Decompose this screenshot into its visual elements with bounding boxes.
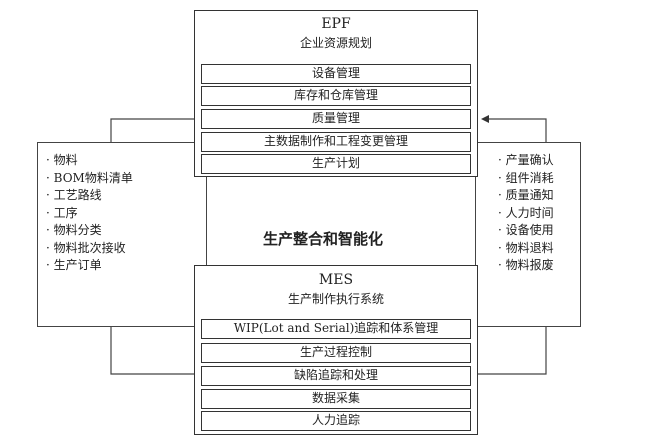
mes-module-labor-tracking: 人力追踪 [201, 411, 471, 431]
left-connector-top [110, 118, 195, 142]
epf-subtitle: 企业资源规划 [299, 36, 372, 50]
list-item: · 物料批次接收 [46, 240, 126, 255]
right-arrow-head [481, 115, 489, 123]
list-item: · 物料分类 [46, 223, 102, 237]
list-item: · 人力时间 [498, 205, 554, 220]
list-item: · 工序 [46, 205, 78, 220]
mes-title: MES [318, 272, 354, 288]
mes-subtitle: 生产制作执行系统 [287, 292, 384, 306]
list-item: · 设备使用 [498, 223, 554, 237]
left-connector-bottom [110, 327, 196, 375]
right-connector-bottom [478, 327, 547, 375]
epf-system-box: EPF 企业资源规划 设备管理 库存和仓库管理 质量管理 主数据制作和工程变更管… [194, 10, 478, 177]
right-data-list: · 产量确认 · 组件消耗 · 质量通知 · 人力时间 · 设备使用 · 物料退… [498, 152, 554, 275]
right-connector-top [489, 118, 547, 142]
list-item: · BOM物料清单 [46, 170, 133, 185]
mes-system-box: MES 生产制作执行系统 WIP(Lot and Serial)追踪和体系管理 … [194, 265, 478, 435]
epf-module-master-data: 主数据制作和工程变更管理 [201, 132, 471, 152]
list-item: · 物料报废 [498, 258, 554, 272]
epf-module-production-plan: 生产计划 [201, 154, 471, 174]
mes-module-defect-tracking: 缺陷追踪和处理 [201, 366, 471, 386]
epf-module-equipment: 设备管理 [201, 64, 471, 84]
center-label: 生产整合和智能化 [263, 230, 384, 248]
left-data-list: · 物料 · BOM物料清单 · 工艺路线 · 工序 · 物料分类 · 物料批次… [46, 152, 133, 275]
epf-title: EPF [321, 16, 351, 32]
epf-module-quality: 质量管理 [201, 109, 471, 129]
list-item: · 物料退料 [498, 240, 554, 255]
mes-module-process-control: 生产过程控制 [201, 343, 471, 363]
epf-module-inventory: 库存和仓库管理 [201, 86, 471, 106]
right-data-box: · 产量确认 · 组件消耗 · 质量通知 · 人力时间 · 设备使用 · 物料退… [475, 142, 581, 327]
mes-module-wip: WIP(Lot and Serial)追踪和体系管理 [201, 319, 471, 339]
list-item: · 质量通知 [498, 188, 554, 202]
list-item: · 物料 [46, 153, 78, 167]
left-data-box: · 物料 · BOM物料清单 · 工艺路线 · 工序 · 物料分类 · 物料批次… [37, 142, 207, 327]
mes-module-data-collection: 数据采集 [201, 389, 471, 409]
list-item: · 工艺路线 [46, 188, 102, 202]
list-item: · 生产订单 [46, 258, 102, 272]
list-item: · 产量确认 [498, 153, 554, 167]
list-item: · 组件消耗 [498, 170, 554, 185]
